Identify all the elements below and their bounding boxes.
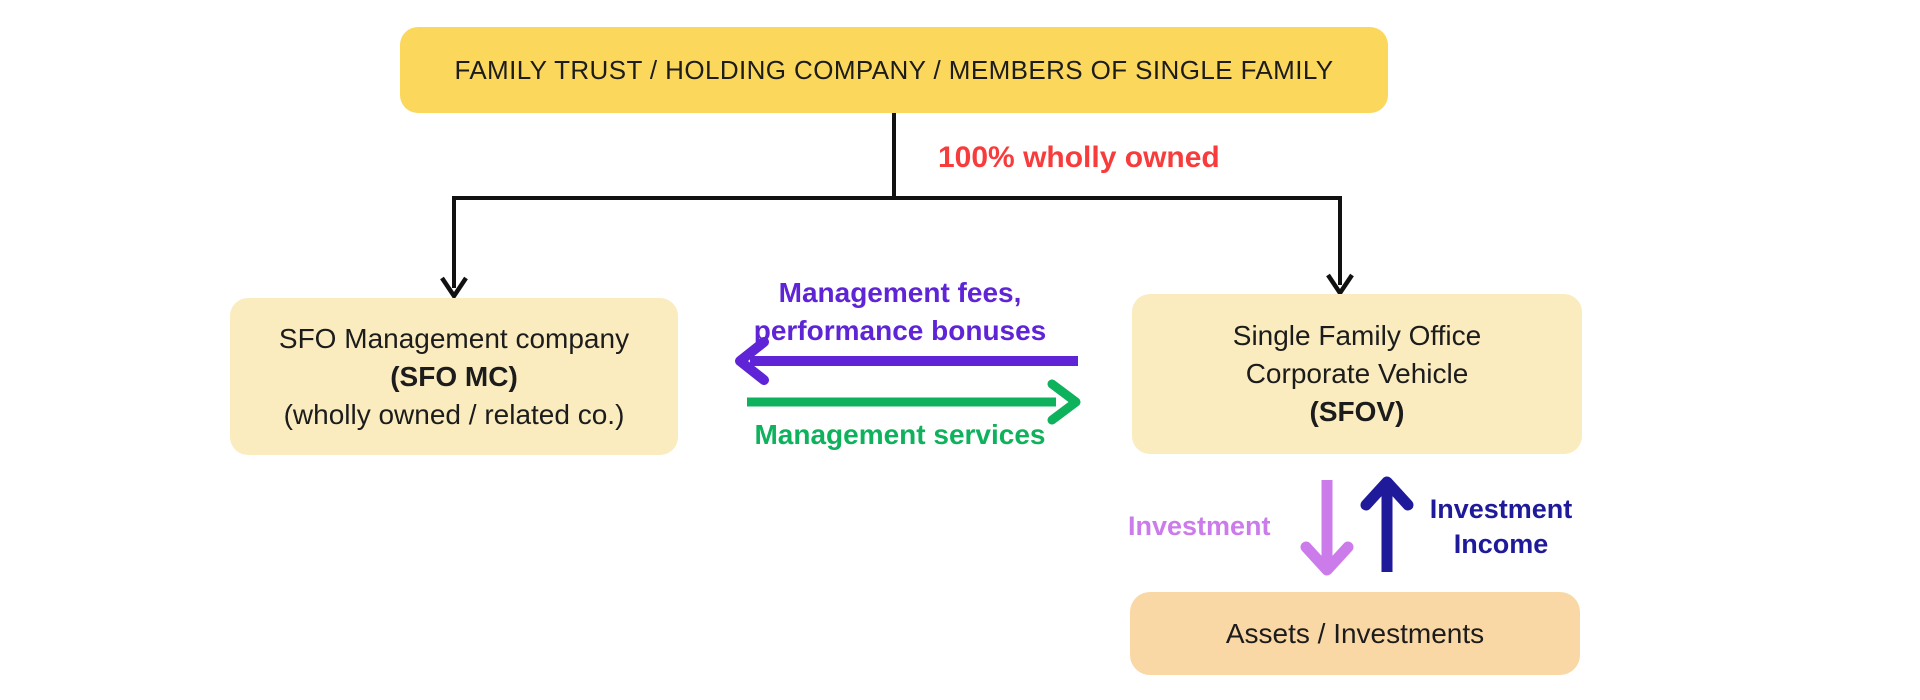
- services-label: Management services: [754, 419, 1046, 450]
- arrowhead-to-sfo-mc: [440, 276, 468, 301]
- sfo-mc-box: SFO Management company (SFO MC) (wholly …: [230, 298, 678, 455]
- investment-label: Investment: [1128, 511, 1271, 541]
- sfov-line3: (SFOV): [1309, 396, 1405, 427]
- assets-label: Assets / Investments: [1225, 617, 1485, 649]
- investment-income-label: Investment Income: [1429, 494, 1573, 559]
- sfo-mc-line1: SFO Management company: [278, 322, 630, 354]
- sfov-line2: Corporate Vehicle: [1245, 358, 1469, 389]
- ownership-label: 100% wholly owned: [938, 141, 1220, 174]
- sfo-mc-line2: (SFO MC): [390, 360, 518, 392]
- fees-label: Management fees, performance bonuses: [753, 277, 1047, 346]
- sfov-line1: Single Family Office: [1232, 320, 1482, 351]
- income-arrow-head: [1360, 476, 1414, 511]
- sfov-box: Single Family Office Corporate Vehicle (…: [1132, 294, 1582, 454]
- fees-arrow-head: [735, 337, 769, 385]
- family-trust-label: FAMILY TRUST / HOLDING COMPANY / MEMBERS…: [454, 54, 1334, 85]
- tree-connector-line: [452, 113, 1342, 288]
- assets-box: Assets / Investments: [1130, 592, 1580, 675]
- family-trust-box: FAMILY TRUST / HOLDING COMPANY / MEMBERS…: [400, 27, 1388, 113]
- services-arrow-head: [1047, 379, 1081, 425]
- investment-arrow-head: [1300, 541, 1354, 576]
- arrowhead-to-sfov: [1326, 273, 1354, 298]
- sfo-mc-line3: (wholly owned / related co.): [283, 398, 625, 430]
